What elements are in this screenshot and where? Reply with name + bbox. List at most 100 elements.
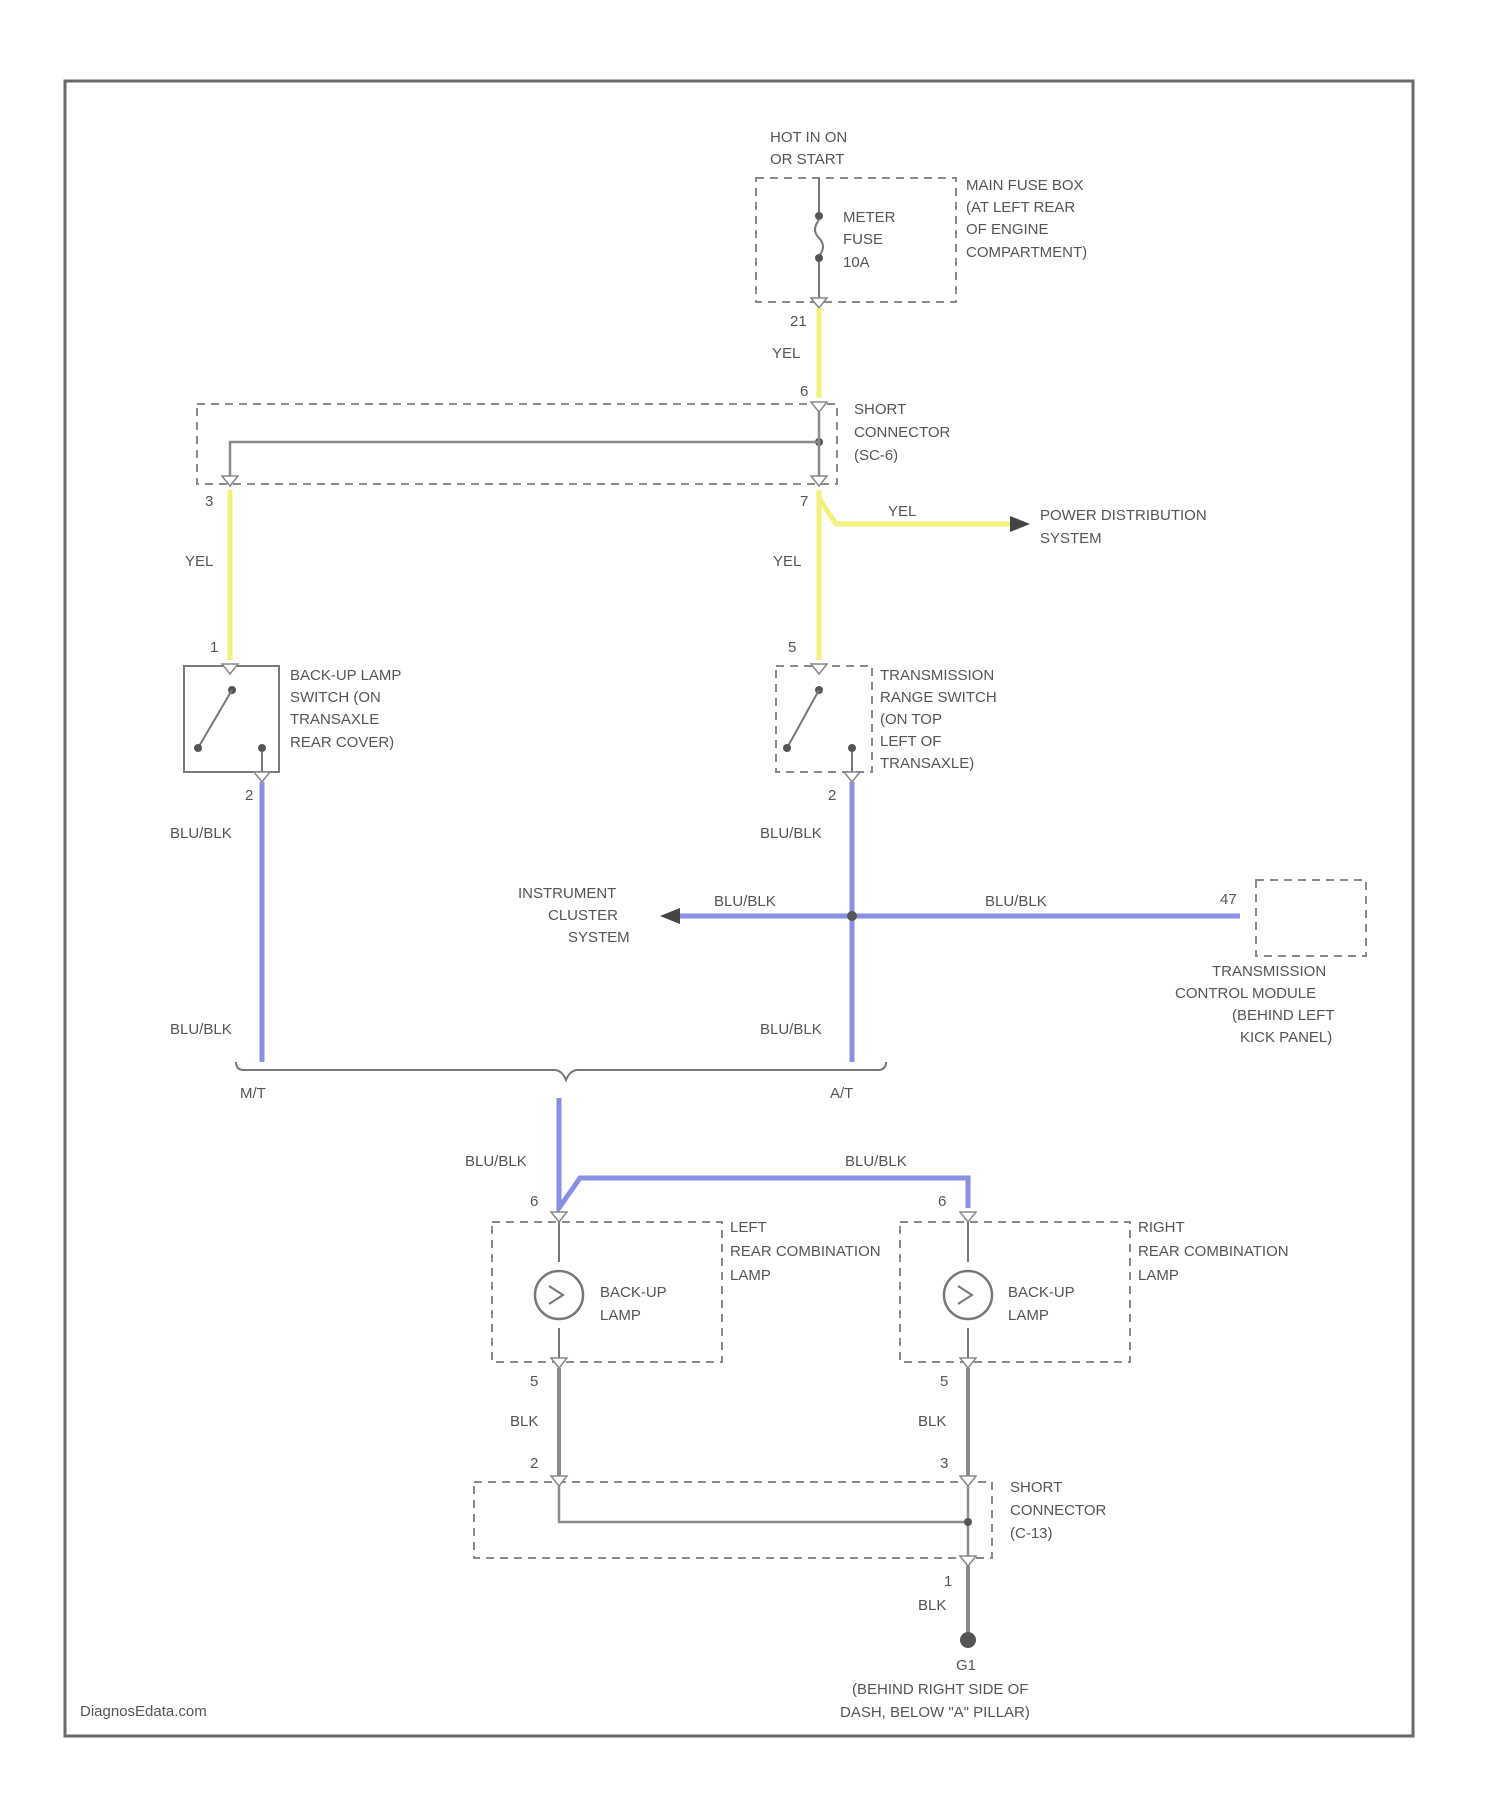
cluster-label-3: SYSTEM (568, 929, 630, 946)
footer-credit: DiagnosEdata.com (80, 1703, 207, 1720)
backup-switch-pin-top: 1 (210, 639, 218, 656)
wire-label-yel-2: YEL (185, 553, 213, 570)
wire-label-blu-1: BLU/BLK (170, 825, 232, 842)
wire-label-blu-6: BLU/BLK (985, 893, 1047, 910)
backup-switch-contact-pivot (194, 744, 202, 752)
c13-terminal-right (960, 1476, 976, 1486)
right-lamp-label-2: REAR COMBINATION (1138, 1243, 1289, 1260)
range-switch-contact-out (848, 744, 856, 752)
fuse-label-3: 10A (843, 254, 870, 271)
fuse-label-1: METER (843, 209, 896, 226)
wire-label-yel-1: YEL (772, 345, 800, 362)
ground-icon (960, 1632, 976, 1648)
range-switch-pin-bottom: 2 (828, 787, 836, 804)
tcm-label-2: CONTROL MODULE (1175, 985, 1316, 1002)
sc6-label-3: (SC-6) (854, 447, 898, 464)
fuse-terminal-top (815, 212, 823, 220)
transmission-control-module (1256, 880, 1366, 956)
wire-label-blu-5: BLU/BLK (714, 893, 776, 910)
sc6-pin-left: 3 (205, 493, 213, 510)
option-mt-label: M/T (240, 1085, 266, 1102)
wire-label-blk-2: BLK (918, 1413, 946, 1430)
range-switch-blade (787, 690, 819, 748)
backup-switch-terminal-bottom (254, 772, 270, 782)
wire-label-blk-1: BLK (510, 1413, 538, 1430)
left-lamp-bulb-label-1: BACK-UP (600, 1284, 667, 1301)
left-lamp-terminal-top (551, 1212, 567, 1222)
range-switch-terminal-bottom (844, 772, 860, 782)
wire-label-yel-3: YEL (773, 553, 801, 570)
c13-label-2: CONNECTOR (1010, 1502, 1107, 1519)
backup-switch-label-3: TRANSAXLE (290, 711, 379, 728)
fuse-box-desc-3: OF ENGINE (966, 221, 1049, 238)
right-lamp-bulb-label-1: BACK-UP (1008, 1284, 1075, 1301)
tcm-label-4: KICK PANEL) (1240, 1029, 1332, 1046)
sc6-pin-right: 7 (800, 493, 808, 510)
right-lamp-terminal-top (960, 1212, 976, 1222)
right-lamp-bulb-label-2: LAMP (1008, 1307, 1049, 1324)
left-backup-bulb-icon (535, 1271, 583, 1319)
fuse-hot-label-1: HOT IN ON (770, 129, 847, 146)
range-switch-label-2: RANGE SWITCH (880, 689, 997, 706)
wire-label-yel-4: YEL (888, 503, 916, 520)
transmission-range-switch (776, 666, 872, 772)
c13-node (964, 1518, 972, 1526)
backup-switch-label-2: SWITCH (ON (290, 689, 381, 706)
backup-switch-label-1: BACK-UP LAMP (290, 667, 401, 684)
tcm-pin: 47 (1220, 891, 1237, 908)
short-connector-sc6 (197, 404, 837, 484)
fuse-icon (815, 220, 823, 256)
power-dist-label-1: POWER DISTRIBUTION (1040, 507, 1207, 524)
cluster-label-1: INSTRUMENT (518, 885, 616, 902)
sc6-terminal-in (811, 402, 827, 412)
ground-label-2: DASH, BELOW "A" PILLAR) (840, 1704, 1030, 1721)
wire-label-blu-2: BLU/BLK (170, 1021, 232, 1038)
fuse-terminal-bottom (815, 254, 823, 262)
left-lamp-pin-top: 6 (530, 1193, 538, 1210)
range-switch-label-5: TRANSAXLE) (880, 755, 974, 772)
wire-label-blu-3: BLU/BLK (760, 825, 822, 842)
tcm-label-1: TRANSMISSION (1212, 963, 1326, 980)
left-lamp-label-2: REAR COMBINATION (730, 1243, 881, 1260)
wire-label-blu-7: BLU/BLK (465, 1153, 527, 1170)
fuse-box-desc-2: (AT LEFT REAR (966, 199, 1075, 216)
wire-label-blu-8: BLU/BLK (845, 1153, 907, 1170)
c13-terminal-out (960, 1556, 976, 1566)
right-lamp-pin-top: 6 (938, 1193, 946, 1210)
fuse-out-pin: 21 (790, 313, 807, 330)
ground-label-1: (BEHIND RIGHT SIDE OF (852, 1681, 1028, 1698)
c13-pin-out: 1 (944, 1573, 952, 1590)
option-at-label: A/T (830, 1085, 853, 1102)
c13-internal-bus (559, 1486, 968, 1522)
left-lamp-label-1: LEFT (730, 1219, 767, 1236)
left-lamp-pin-bottom: 5 (530, 1373, 538, 1390)
fuse-box-desc-1: MAIN FUSE BOX (966, 177, 1084, 194)
backup-switch-terminal-top (222, 664, 238, 674)
sc6-internal-branch (230, 442, 819, 478)
backup-switch-blade (198, 690, 232, 748)
short-connector-c13 (474, 1482, 992, 1558)
splice-node-blu (847, 911, 857, 921)
ground-id: G1 (956, 1657, 976, 1674)
right-backup-bulb-icon (944, 1271, 992, 1319)
power-dist-label-2: SYSTEM (1040, 530, 1102, 547)
tcm-label-3: (BEHIND LEFT (1232, 1007, 1335, 1024)
fuse-label-2: FUSE (843, 231, 883, 248)
fuse-box-desc-4: COMPARTMENT) (966, 244, 1087, 261)
range-switch-pin-top: 5 (788, 639, 796, 656)
cluster-label-2: CLUSTER (548, 907, 618, 924)
backup-switch-contact-out (258, 744, 266, 752)
right-lamp-label-1: RIGHT (1138, 1219, 1185, 1236)
sc6-pin-in: 6 (800, 383, 808, 400)
sc6-label-2: CONNECTOR (854, 424, 951, 441)
left-lamp-label-3: LAMP (730, 1267, 771, 1284)
range-switch-label-4: LEFT OF (880, 733, 941, 750)
range-switch-contact-pivot (783, 744, 791, 752)
option-bracket (236, 1062, 886, 1080)
backup-lamp-switch (184, 666, 279, 772)
range-switch-label-3: (ON TOP (880, 711, 942, 728)
cluster-arrow (660, 908, 680, 924)
right-lamp-label-3: LAMP (1138, 1267, 1179, 1284)
fuse-hot-label-2: OR START (770, 151, 844, 168)
